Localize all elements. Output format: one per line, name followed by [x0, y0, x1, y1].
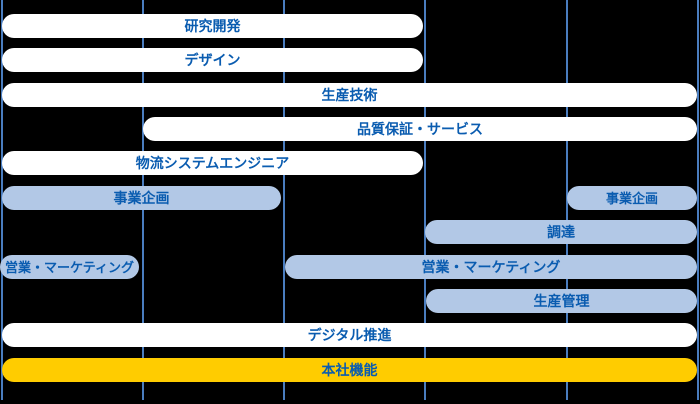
function-bar: 調達	[425, 220, 697, 244]
function-bar: 生産技術	[2, 83, 697, 107]
function-bar-label: 物流システムエンジニア	[135, 155, 290, 171]
function-bar: 生産管理	[426, 289, 697, 313]
function-bar-label: デザイン	[184, 52, 241, 68]
function-bar: 事業企画	[2, 186, 281, 210]
function-bar: 営業・マーケティング	[0, 255, 139, 279]
function-bar-label: 事業企画	[113, 190, 170, 206]
function-bar-label: 研究開発	[184, 18, 241, 34]
function-bar: デザイン	[2, 48, 423, 72]
function-bar: デジタル推進	[2, 323, 697, 347]
grid-line	[283, 0, 285, 400]
grid-line	[697, 0, 699, 400]
function-bar-label: デジタル推進	[307, 327, 392, 343]
function-bar: 研究開発	[2, 14, 423, 38]
function-bar: 品質保証・サービス	[143, 117, 697, 141]
function-bar-label: 本社機能	[321, 362, 378, 378]
function-bar-label: 調達	[547, 224, 575, 240]
function-bar-label: 生産技術	[321, 87, 378, 103]
grid-line	[424, 0, 426, 400]
function-bar-label: 生産管理	[533, 293, 590, 309]
function-bar: 営業・マーケティング	[285, 255, 697, 279]
function-bar-label: 事業企画	[605, 190, 658, 206]
function-bar: 事業企画	[567, 186, 697, 210]
function-bar: 物流システムエンジニア	[2, 151, 423, 175]
function-bar-label: 営業・マーケティング	[421, 259, 561, 275]
function-bar: 本社機能	[2, 358, 697, 382]
function-bar-label: 営業・マーケティング	[5, 259, 134, 275]
function-bar-label: 品質保証・サービス	[357, 121, 483, 137]
